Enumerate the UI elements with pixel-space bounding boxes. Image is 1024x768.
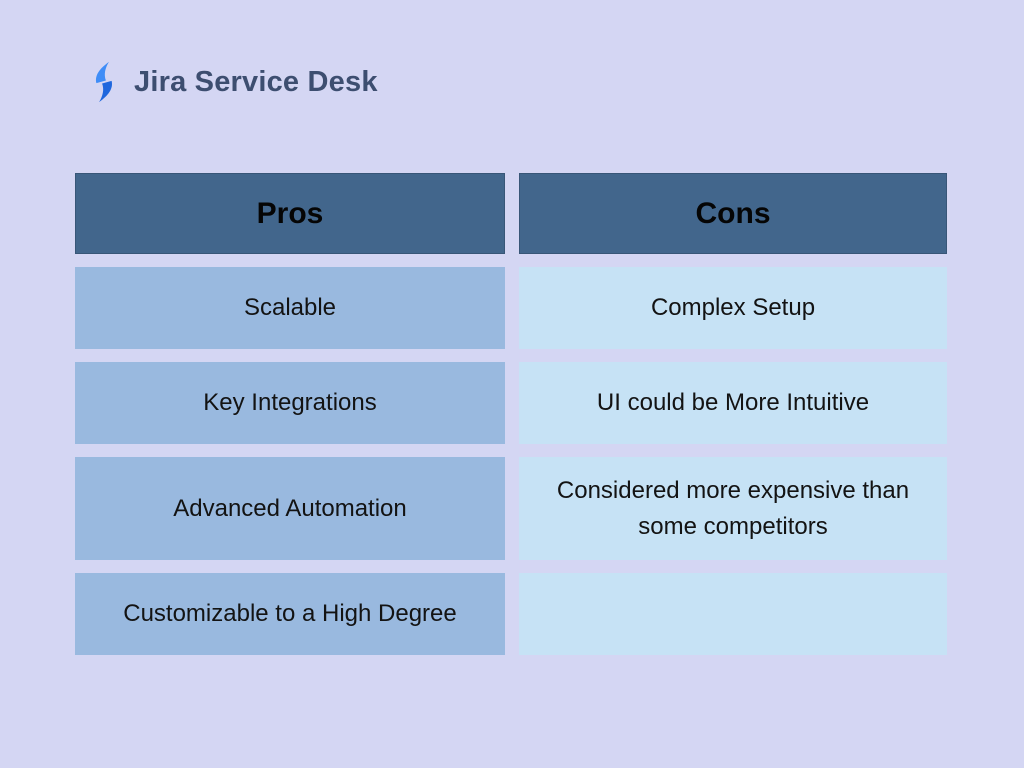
logo-text: Jira Service Desk [134, 65, 378, 98]
cons-column-header: Cons [519, 173, 947, 254]
lightning-bolt-icon [95, 61, 113, 103]
pros-cell-customizable: Customizable to a High Degree [75, 573, 505, 655]
pros-cons-table: Pros Cons Scalable Complex Setup Key Int… [75, 173, 947, 655]
pros-cell-advanced-automation: Advanced Automation [75, 457, 505, 560]
cons-cell-more-expensive: Considered more expensive than some comp… [519, 457, 947, 560]
pros-column-header: Pros [75, 173, 505, 254]
pros-cell-scalable: Scalable [75, 267, 505, 349]
cons-cell-complex-setup: Complex Setup [519, 267, 947, 349]
cons-cell-empty [519, 573, 947, 655]
jira-service-desk-logo: Jira Service Desk [85, 60, 378, 104]
pros-cell-key-integrations: Key Integrations [75, 362, 505, 444]
cons-cell-ui-intuitive: UI could be More Intuitive [519, 362, 947, 444]
